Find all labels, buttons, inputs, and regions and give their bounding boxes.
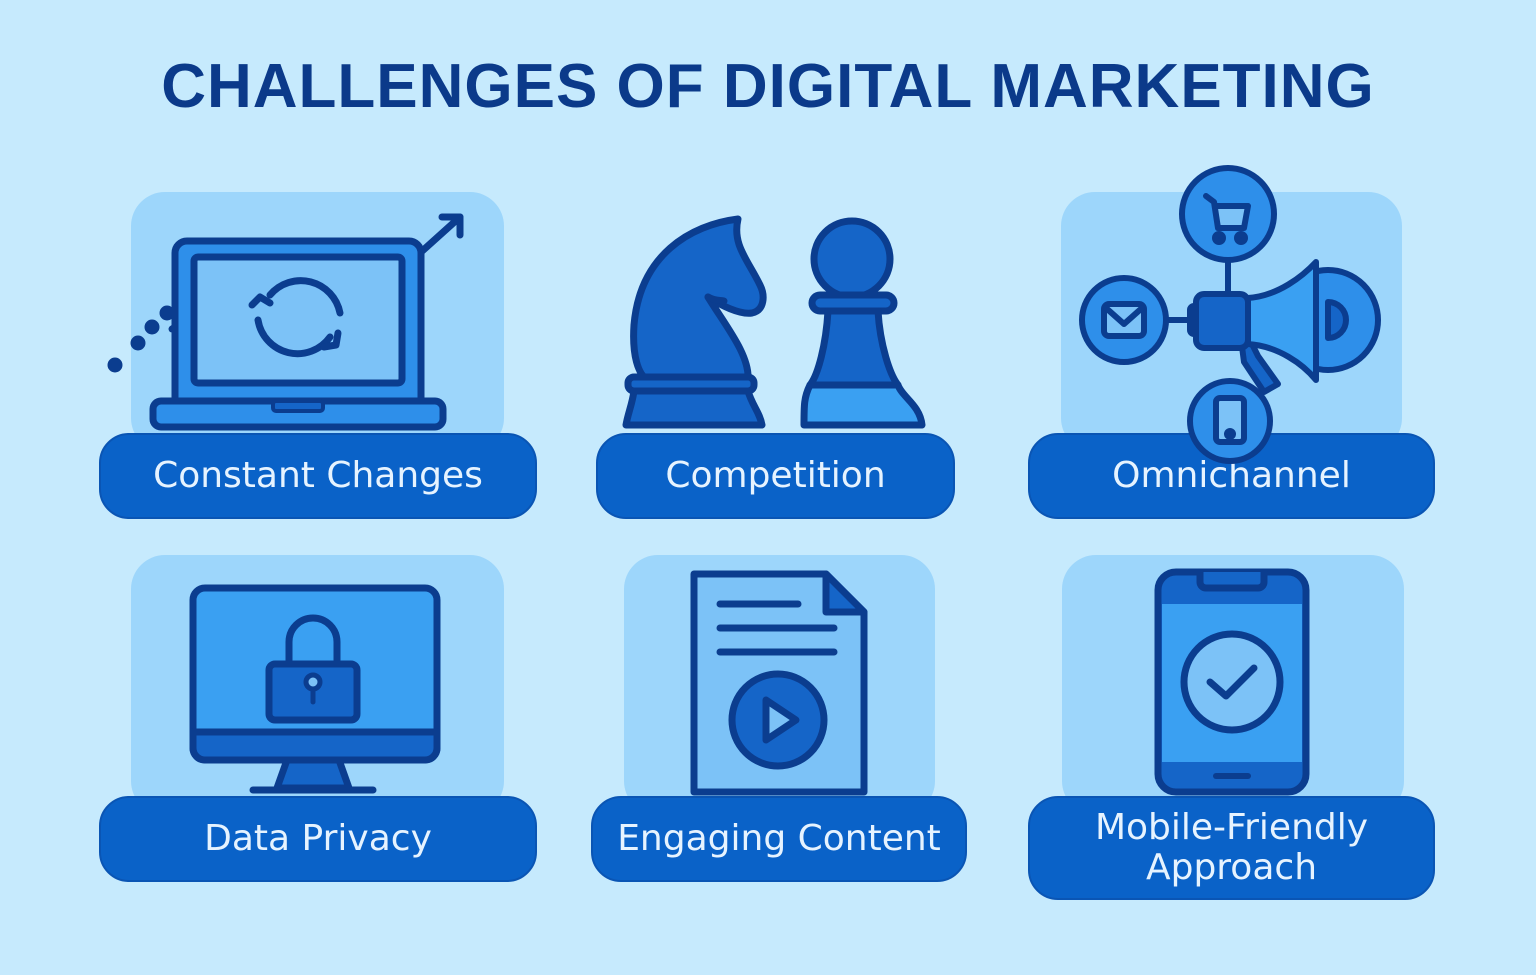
laptop-refresh-icon — [100, 205, 470, 435]
label-pill: Mobile-Friendly Approach — [1028, 796, 1435, 900]
card-label: Engaging Content — [617, 818, 941, 859]
monitor-lock-icon — [185, 582, 441, 798]
megaphone-channels-icon — [1078, 165, 1388, 466]
smartphone-check-icon — [1154, 568, 1310, 796]
card-label: Competition — [665, 455, 886, 496]
label-pill: Engaging Content — [591, 796, 967, 882]
chess-knight-pawn-icon — [620, 215, 930, 433]
label-pill: Constant Changes — [99, 433, 537, 519]
label-pill: Data Privacy — [99, 796, 537, 882]
card-label: Mobile-Friendly Approach — [1094, 807, 1369, 888]
card-label: Data Privacy — [204, 818, 432, 859]
card-label: Constant Changes — [153, 455, 483, 496]
label-pill: Competition — [596, 433, 955, 519]
document-play-icon — [690, 570, 868, 796]
page-title: CHALLENGES OF DIGITAL MARKETING — [161, 52, 1375, 121]
